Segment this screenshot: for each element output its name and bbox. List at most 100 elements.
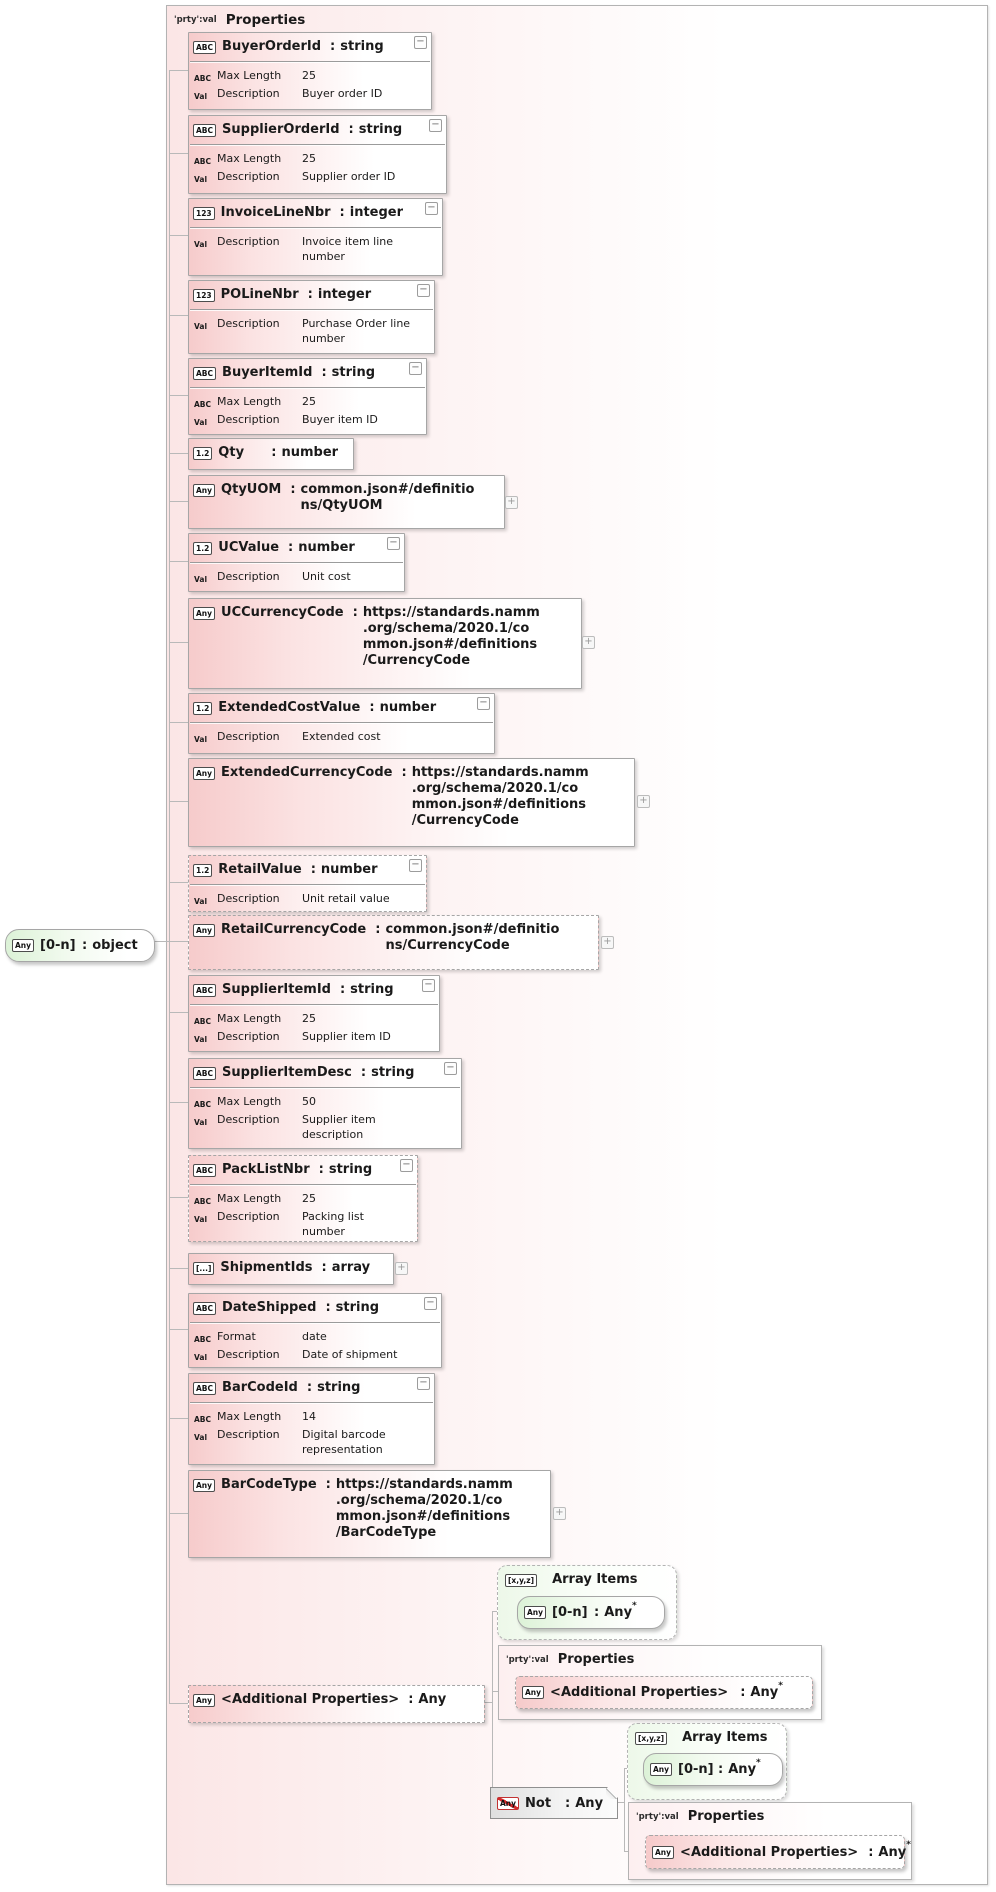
connector-line: [169, 395, 188, 396]
expand-ref-button-retailcurrencycode[interactable]: +: [601, 936, 614, 949]
facet-icon: Val: [194, 897, 208, 906]
collapse-button[interactable]: −: [425, 202, 438, 215]
star-suffix: *: [778, 1681, 783, 1691]
facet-value: 14: [302, 1410, 316, 1423]
group-header: [x,y,z] Array Items: [628, 1724, 786, 1745]
property-name: UCValue: [218, 540, 280, 555]
collapse-button[interactable]: −: [422, 979, 435, 992]
facet-label: Max Length: [217, 1095, 282, 1108]
divider: [190, 1004, 438, 1005]
type-label: Any: [878, 1844, 907, 1860]
colon: :: [318, 1162, 324, 1177]
colon: :: [369, 700, 375, 715]
collapse-button[interactable]: −: [429, 119, 442, 132]
collapse-button[interactable]: −: [477, 697, 490, 710]
facet-icon: Val: [194, 1433, 208, 1442]
facet-icon: ABC: [194, 74, 212, 83]
property-name: UCCurrencyCode: [221, 605, 344, 620]
property-name: <Additional Properties>: [550, 1685, 729, 1700]
divider: [190, 1402, 433, 1403]
facet-value: Unit retail value: [302, 892, 390, 905]
node-name: Not: [525, 1795, 552, 1811]
expand-ref-button-uccurrencycode[interactable]: +: [582, 636, 595, 649]
type-icon: 1.2: [193, 542, 213, 555]
facet-icon: Val: [194, 240, 208, 249]
additional-properties-node-2[interactable]: Any <Additional Properties> : Any *: [645, 1835, 911, 1869]
property-box-uccurrencycode[interactable]: Any UCCurrencyCode: https://standards.namm…: [188, 598, 582, 689]
collapse-button[interactable]: −: [444, 1062, 457, 1075]
property-type: https://standards.namm .org/schema/2020.…: [362, 605, 540, 668]
array-item-node-2[interactable]: Any [0-n] : Any *: [643, 1753, 783, 1786]
colon: :: [718, 1762, 724, 1777]
expand-ref-button-qtyuom[interactable]: +: [505, 496, 518, 509]
group-title: Array Items: [682, 1730, 768, 1745]
connector-line: [624, 1768, 625, 1852]
collapse-button[interactable]: −: [417, 284, 430, 297]
facet-label: Description: [217, 570, 280, 583]
property-type: common.json#/definitio ns/CurrencyCode: [385, 922, 560, 953]
property-type: https://standards.namm .org/schema/2020.…: [335, 1477, 513, 1540]
array-item-node-1[interactable]: Any [0-n] : Any *: [517, 1596, 665, 1629]
property-box-additional-properties[interactable]: Any<Additional Properties>:Any: [188, 1685, 485, 1723]
collapse-button[interactable]: −: [424, 1297, 437, 1310]
type-icon: Any: [193, 607, 216, 620]
expand-ref-button-barcodetype[interactable]: +: [553, 1507, 566, 1520]
colon: :: [352, 605, 358, 620]
connector-line: [169, 1418, 188, 1419]
expand-ref-button-extendedcurrencycode[interactable]: +: [637, 795, 650, 808]
not-node[interactable]: Any Not : Any: [490, 1787, 618, 1819]
group-title: Properties: [687, 1809, 765, 1824]
facet-icon: ABC: [194, 157, 212, 166]
collapse-button[interactable]: −: [387, 537, 400, 550]
colon: :: [339, 982, 346, 997]
connector-line: [169, 1329, 188, 1330]
connector-line: [169, 235, 188, 236]
container-header: 'prty':val Properties: [167, 6, 987, 28]
facet-value: Buyer item ID: [302, 413, 378, 426]
collapse-button[interactable]: −: [417, 1377, 430, 1390]
array-items-icon: [x,y,z]: [635, 1732, 668, 1745]
facet-icon: ABC: [194, 400, 212, 409]
collapse-button[interactable]: −: [409, 859, 422, 872]
root-object-node[interactable]: Any [0-n] : object: [5, 929, 155, 962]
expand-ref-button-shipmentids[interactable]: +: [395, 1262, 408, 1275]
colon: :: [325, 1300, 331, 1315]
collapse-button[interactable]: −: [400, 1159, 413, 1172]
facet-value: Unit cost: [302, 570, 351, 583]
colon: :: [307, 287, 313, 302]
divider: [190, 387, 425, 388]
collapse-button[interactable]: −: [414, 36, 427, 49]
facet-value: Packing list number: [302, 1210, 364, 1238]
facet-icon: Val: [194, 418, 208, 427]
connector-line: [169, 1012, 188, 1013]
additional-properties-node-1[interactable]: Any <Additional Properties> : Any *: [515, 1676, 813, 1709]
colon: :: [348, 122, 354, 137]
property-box-shipmentids[interactable]: [...]ShipmentIds:array: [188, 1253, 394, 1285]
collapse-button[interactable]: −: [409, 362, 422, 375]
